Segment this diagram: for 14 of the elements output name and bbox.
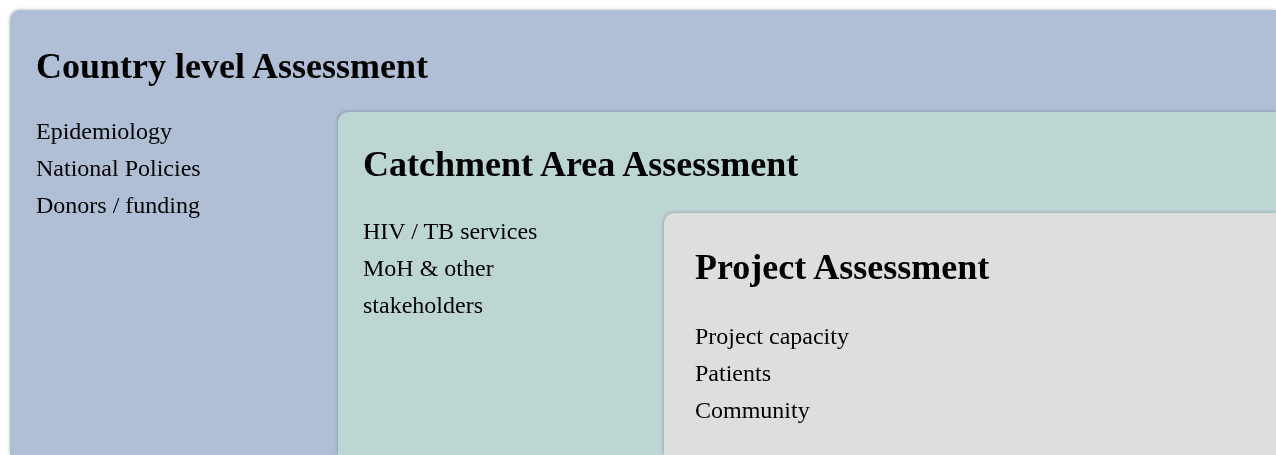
panel-heading: Catchment Area Assessment [363,143,799,186]
assessment-panel [338,112,1276,455]
assessment-item: HIV / TB services [363,217,539,246]
assessment-item: Community [695,396,811,425]
assessment-item: National Policies [36,154,202,183]
assessment-item: MoH & other stakeholders [363,254,495,320]
assessment-item: Epidemiology [36,117,173,146]
assessment-item: Donors / funding [36,191,201,220]
assessment-item: Patients [695,359,772,388]
assessment-panel [664,213,1276,455]
panel-heading: Country level Assessment [36,45,428,88]
assessment-item: Project capacity [695,322,850,351]
panel-heading: Project Assessment [695,246,990,289]
assessment-panel [10,10,1276,455]
